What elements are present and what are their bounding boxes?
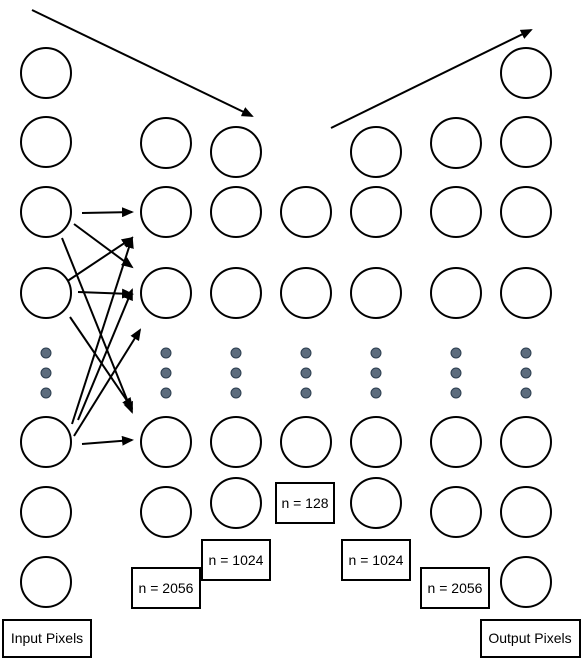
- neuron: [140, 416, 192, 468]
- neurons: [20, 47, 552, 608]
- connection-arrow: [73, 328, 142, 437]
- layer2-size-box: n = 1024: [201, 539, 271, 581]
- neuron: [430, 117, 482, 169]
- neuron: [350, 477, 402, 529]
- ellipsis-dot: [370, 387, 382, 399]
- hidden-layer-4: [350, 126, 402, 529]
- neuron: [20, 416, 72, 468]
- ellipsis-dot: [160, 347, 172, 359]
- neuron: [280, 267, 332, 319]
- neuron: [500, 556, 552, 608]
- neuron: [210, 186, 262, 238]
- bottleneck-size-box: n = 128: [275, 482, 335, 524]
- input-label: Input Pixels: [11, 630, 83, 646]
- neuron: [500, 186, 552, 238]
- connection-arrow: [73, 223, 134, 269]
- neuron: [140, 267, 192, 319]
- ellipsis-dots: [40, 347, 532, 399]
- connection-arrow: [77, 288, 134, 299]
- input-layer: [20, 47, 72, 608]
- ellipsis-dot: [40, 347, 52, 359]
- neuron: [280, 186, 332, 238]
- output-label-box: Output Pixels: [480, 619, 581, 658]
- connection-arrows: [61, 207, 142, 446]
- neuron: [20, 47, 72, 99]
- neuron: [430, 267, 482, 319]
- ellipsis-dot: [160, 387, 172, 399]
- layer2-size-label: n = 1024: [209, 552, 264, 568]
- neuron: [430, 486, 482, 538]
- neuron: [20, 267, 72, 319]
- neuron: [500, 116, 552, 168]
- neuron: [350, 416, 402, 468]
- output-label: Output Pixels: [488, 630, 571, 646]
- layer1-size-box: n = 2056: [131, 567, 201, 609]
- neuron: [500, 267, 552, 319]
- neuron: [210, 267, 262, 319]
- hidden-layer-2: [210, 126, 262, 529]
- neuron: [500, 416, 552, 468]
- ellipsis-dot: [300, 347, 312, 359]
- neuron: [210, 126, 262, 178]
- ellipsis-dot: [160, 367, 172, 379]
- neuron: [140, 117, 192, 169]
- connection-arrow: [81, 207, 134, 218]
- neuron: [140, 486, 192, 538]
- bottleneck-layer: [280, 186, 332, 468]
- input-label-box: Input Pixels: [2, 619, 92, 658]
- neuron: [20, 186, 72, 238]
- ellipsis-dot: [520, 347, 532, 359]
- ellipsis-dot: [300, 387, 312, 399]
- neuron: [500, 47, 552, 99]
- ellipsis-dot: [450, 367, 462, 379]
- connection-arrow: [71, 236, 134, 425]
- ellipsis-dot: [300, 367, 312, 379]
- neuron: [210, 477, 262, 529]
- bottleneck-size-label: n = 128: [281, 495, 328, 511]
- ellipsis-dot: [370, 367, 382, 379]
- ellipsis-dot: [230, 387, 242, 399]
- ellipsis-dot: [40, 387, 52, 399]
- neuron: [430, 186, 482, 238]
- neuron: [20, 486, 72, 538]
- ellipsis-dot: [40, 367, 52, 379]
- layer5-size-box: n = 2056: [420, 567, 490, 609]
- ellipsis-dot: [230, 367, 242, 379]
- encoder-flow-arrow: [31, 9, 254, 117]
- neuron: [140, 186, 192, 238]
- ellipsis-dot: [370, 347, 382, 359]
- ellipsis-dot: [450, 347, 462, 359]
- layer4-size-label: n = 1024: [349, 552, 404, 568]
- neuron: [20, 116, 72, 168]
- neuron: [20, 556, 72, 608]
- connection-arrow: [65, 236, 134, 283]
- neuron: [350, 126, 402, 178]
- connection-arrow: [61, 237, 133, 414]
- ellipsis-dot: [450, 387, 462, 399]
- neuron: [500, 486, 552, 538]
- neuron: [210, 416, 262, 468]
- connection-arrow: [81, 435, 134, 446]
- neuron: [350, 267, 402, 319]
- hidden-layer-5: [430, 117, 482, 538]
- ellipsis-dot: [230, 347, 242, 359]
- hidden-layer-1: [140, 117, 192, 538]
- ellipsis-dot: [520, 387, 532, 399]
- layer1-size-label: n = 2056: [139, 580, 194, 596]
- decoder-flow-arrow: [330, 29, 533, 129]
- neuron: [280, 416, 332, 468]
- neuron: [350, 186, 402, 238]
- layer4-size-box: n = 1024: [341, 539, 411, 581]
- neuron: [430, 416, 482, 468]
- ellipsis-dot: [520, 367, 532, 379]
- layer5-size-label: n = 2056: [428, 580, 483, 596]
- output-layer: [500, 47, 552, 608]
- connection-arrow: [77, 288, 133, 421]
